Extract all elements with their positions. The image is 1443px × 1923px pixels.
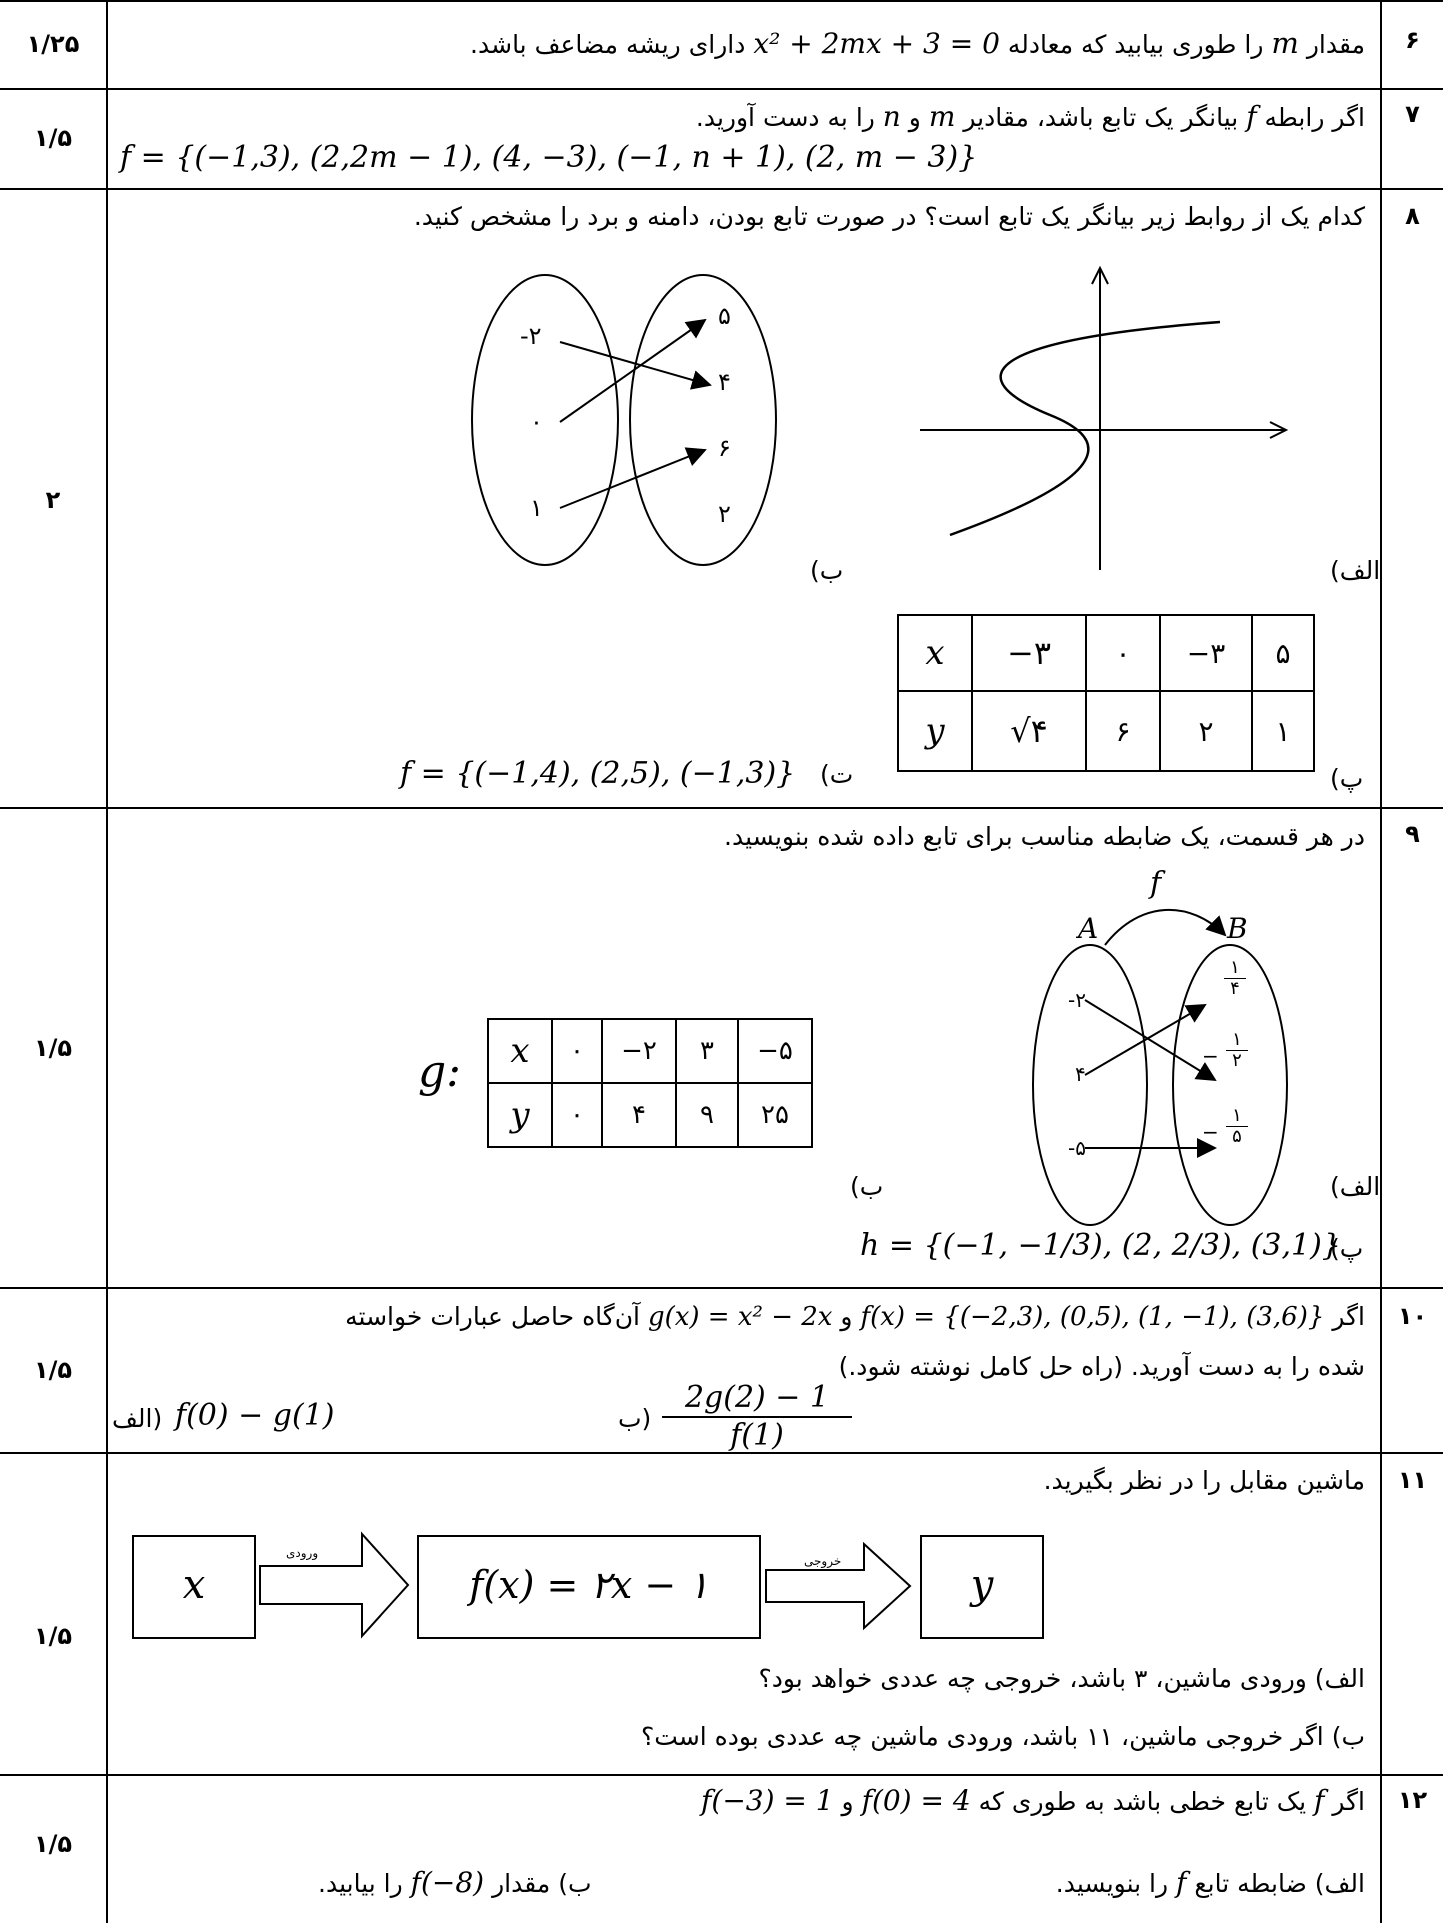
question-score: ۱/۵	[33, 1830, 73, 1858]
row-divider	[0, 188, 1443, 190]
question-score: ۱/۵	[33, 1034, 73, 1062]
part-alef-label: (الف	[112, 1404, 163, 1433]
question-text: در هر قسمت، یک ضابطه مناسب برای تابع داد…	[724, 822, 1365, 851]
map-name: f	[1150, 866, 1162, 901]
set-a-label: A	[1078, 912, 1099, 945]
set-h: h = {(−1, −1/3), (2, 2/3), (3,1)}	[860, 1228, 1341, 1263]
range-element: ۲	[718, 500, 731, 528]
question-score: ۱/۲۵	[26, 30, 80, 58]
label-be: ب)	[850, 1172, 884, 1201]
part-be-label: (ب	[618, 1404, 652, 1433]
minus-sign: −	[1202, 1120, 1219, 1144]
f-definition: f(x) = {(−2,3), (0,5), (1, −1), (3,6)}	[860, 1302, 1325, 1332]
domain-element: ۱	[530, 494, 543, 522]
score-column-divider	[106, 0, 108, 1923]
range-element: ۶	[718, 434, 731, 462]
arrow-diagram-be	[471, 274, 777, 566]
output-arrow-label: خروجی	[804, 1554, 842, 1568]
row-divider	[0, 807, 1443, 809]
domain-element: -۲	[520, 322, 542, 350]
question-text: اگر f یک تابع خطی باشد به طوری که f(0) =…	[701, 1784, 1365, 1817]
question-score: ۱/۵	[33, 124, 73, 152]
domain-element: -۵	[1068, 1136, 1086, 1160]
label-pe: پ)	[1330, 1234, 1364, 1263]
row-divider	[0, 0, 1443, 2]
range-fraction: ۱ ۴	[1224, 958, 1246, 999]
question-text: کدام یک از روابط زیر بیانگر یک تابع است؟…	[413, 202, 1365, 231]
set-f: f = {(−1,4), (2,5), (−1,3)}	[400, 756, 796, 791]
question-text: ماشین مقابل را در نظر بگیرید.	[1043, 1466, 1365, 1495]
variable-m: m	[1271, 26, 1299, 60]
question-score: ۱/۵	[33, 1356, 73, 1384]
question-text: اگر رابطه f بیانگر یک تابع باشد، مقادیر …	[695, 100, 1365, 133]
machine-output-box: y	[920, 1535, 1044, 1639]
question-number: ۱۱	[1397, 1466, 1428, 1494]
row-divider	[0, 88, 1443, 90]
range-element: ۵	[718, 302, 731, 330]
label-alef: الف)	[1330, 1172, 1381, 1201]
domain-element: ۴	[1075, 1062, 1086, 1086]
minus-sign: −	[1202, 1044, 1219, 1068]
table-pe: x −۳ ۰ −۳ ۵ y √۴ ۶ ۲ ۱	[897, 614, 1315, 772]
part-be-fraction: 2g(2) − 1 f(1)	[662, 1380, 852, 1454]
domain-element: ۰	[530, 408, 543, 436]
output-arrow	[765, 1542, 912, 1631]
question-number: ۶	[1405, 26, 1420, 54]
question-number: ۱۲	[1397, 1786, 1428, 1814]
label-te: ت)	[820, 760, 854, 789]
domain-element: -۲	[1068, 988, 1086, 1012]
question-number: ۸	[1405, 202, 1420, 230]
question-number: ۱۰	[1397, 1302, 1428, 1330]
arrow-diagram-alef	[1032, 908, 1288, 1226]
equation: x² + 2mx + 3 = 0	[753, 27, 1000, 60]
row-divider	[0, 1774, 1443, 1776]
row-divider	[0, 1287, 1443, 1289]
part-be: ب) مقدار f(−8) را بیابید.	[318, 1866, 592, 1899]
range-fraction: ۱ ۵	[1226, 1106, 1248, 1147]
machine-input-box: x	[132, 1535, 256, 1639]
g-label: g:	[418, 1046, 461, 1097]
label-be: ب)	[810, 556, 844, 585]
table-g: x ۰ −۲ ۳ −۵ y ۰ ۴ ۹ ۲۵	[487, 1018, 813, 1148]
question-number: ۷	[1405, 100, 1420, 128]
part-alef: الف) ورودی ماشین، ۳ باشد، خروجی چه عددی …	[758, 1664, 1365, 1693]
label-alef: الف)	[1330, 556, 1381, 585]
range-fraction: ۱ ۲	[1226, 1030, 1248, 1071]
question-number: ۹	[1405, 820, 1420, 848]
range-element: ۴	[718, 368, 731, 396]
relation-f: f = {(−1,3), (2,2m − 1), (4, −3), (−1, n…	[120, 140, 978, 175]
row-divider	[0, 1452, 1443, 1454]
question-text: اگر f(x) = {(−2,3), (0,5), (1, −1), (3,6…	[345, 1302, 1365, 1332]
input-arrow	[259, 1531, 410, 1639]
g-definition: g(x) = x² − 2x	[647, 1302, 833, 1332]
question-score: ۲	[45, 486, 61, 514]
number-column-divider	[1380, 0, 1382, 1923]
graph-alef	[920, 265, 1289, 570]
part-alef-expression: f(0) − g(1)	[175, 1398, 335, 1433]
question-score: ۱/۵	[33, 1622, 73, 1650]
set-b-label: B	[1227, 912, 1248, 945]
machine-function-box: f(x) = ۲x − ۱	[417, 1535, 761, 1639]
part-alef: الف) ضابطه تابع f را بنویسید.	[1055, 1866, 1365, 1899]
question-text: شده را به دست آورید. (راه حل کامل نوشته …	[838, 1352, 1365, 1381]
part-be: ب) اگر خروجی ماشین، ۱۱ باشد، ورودی ماشین…	[641, 1722, 1365, 1751]
question-text: مقدار m را طوری بیابید که معادله x² + 2m…	[470, 26, 1365, 60]
input-arrow-label: ورودی	[286, 1546, 319, 1560]
label-pe: پ)	[1330, 764, 1364, 793]
